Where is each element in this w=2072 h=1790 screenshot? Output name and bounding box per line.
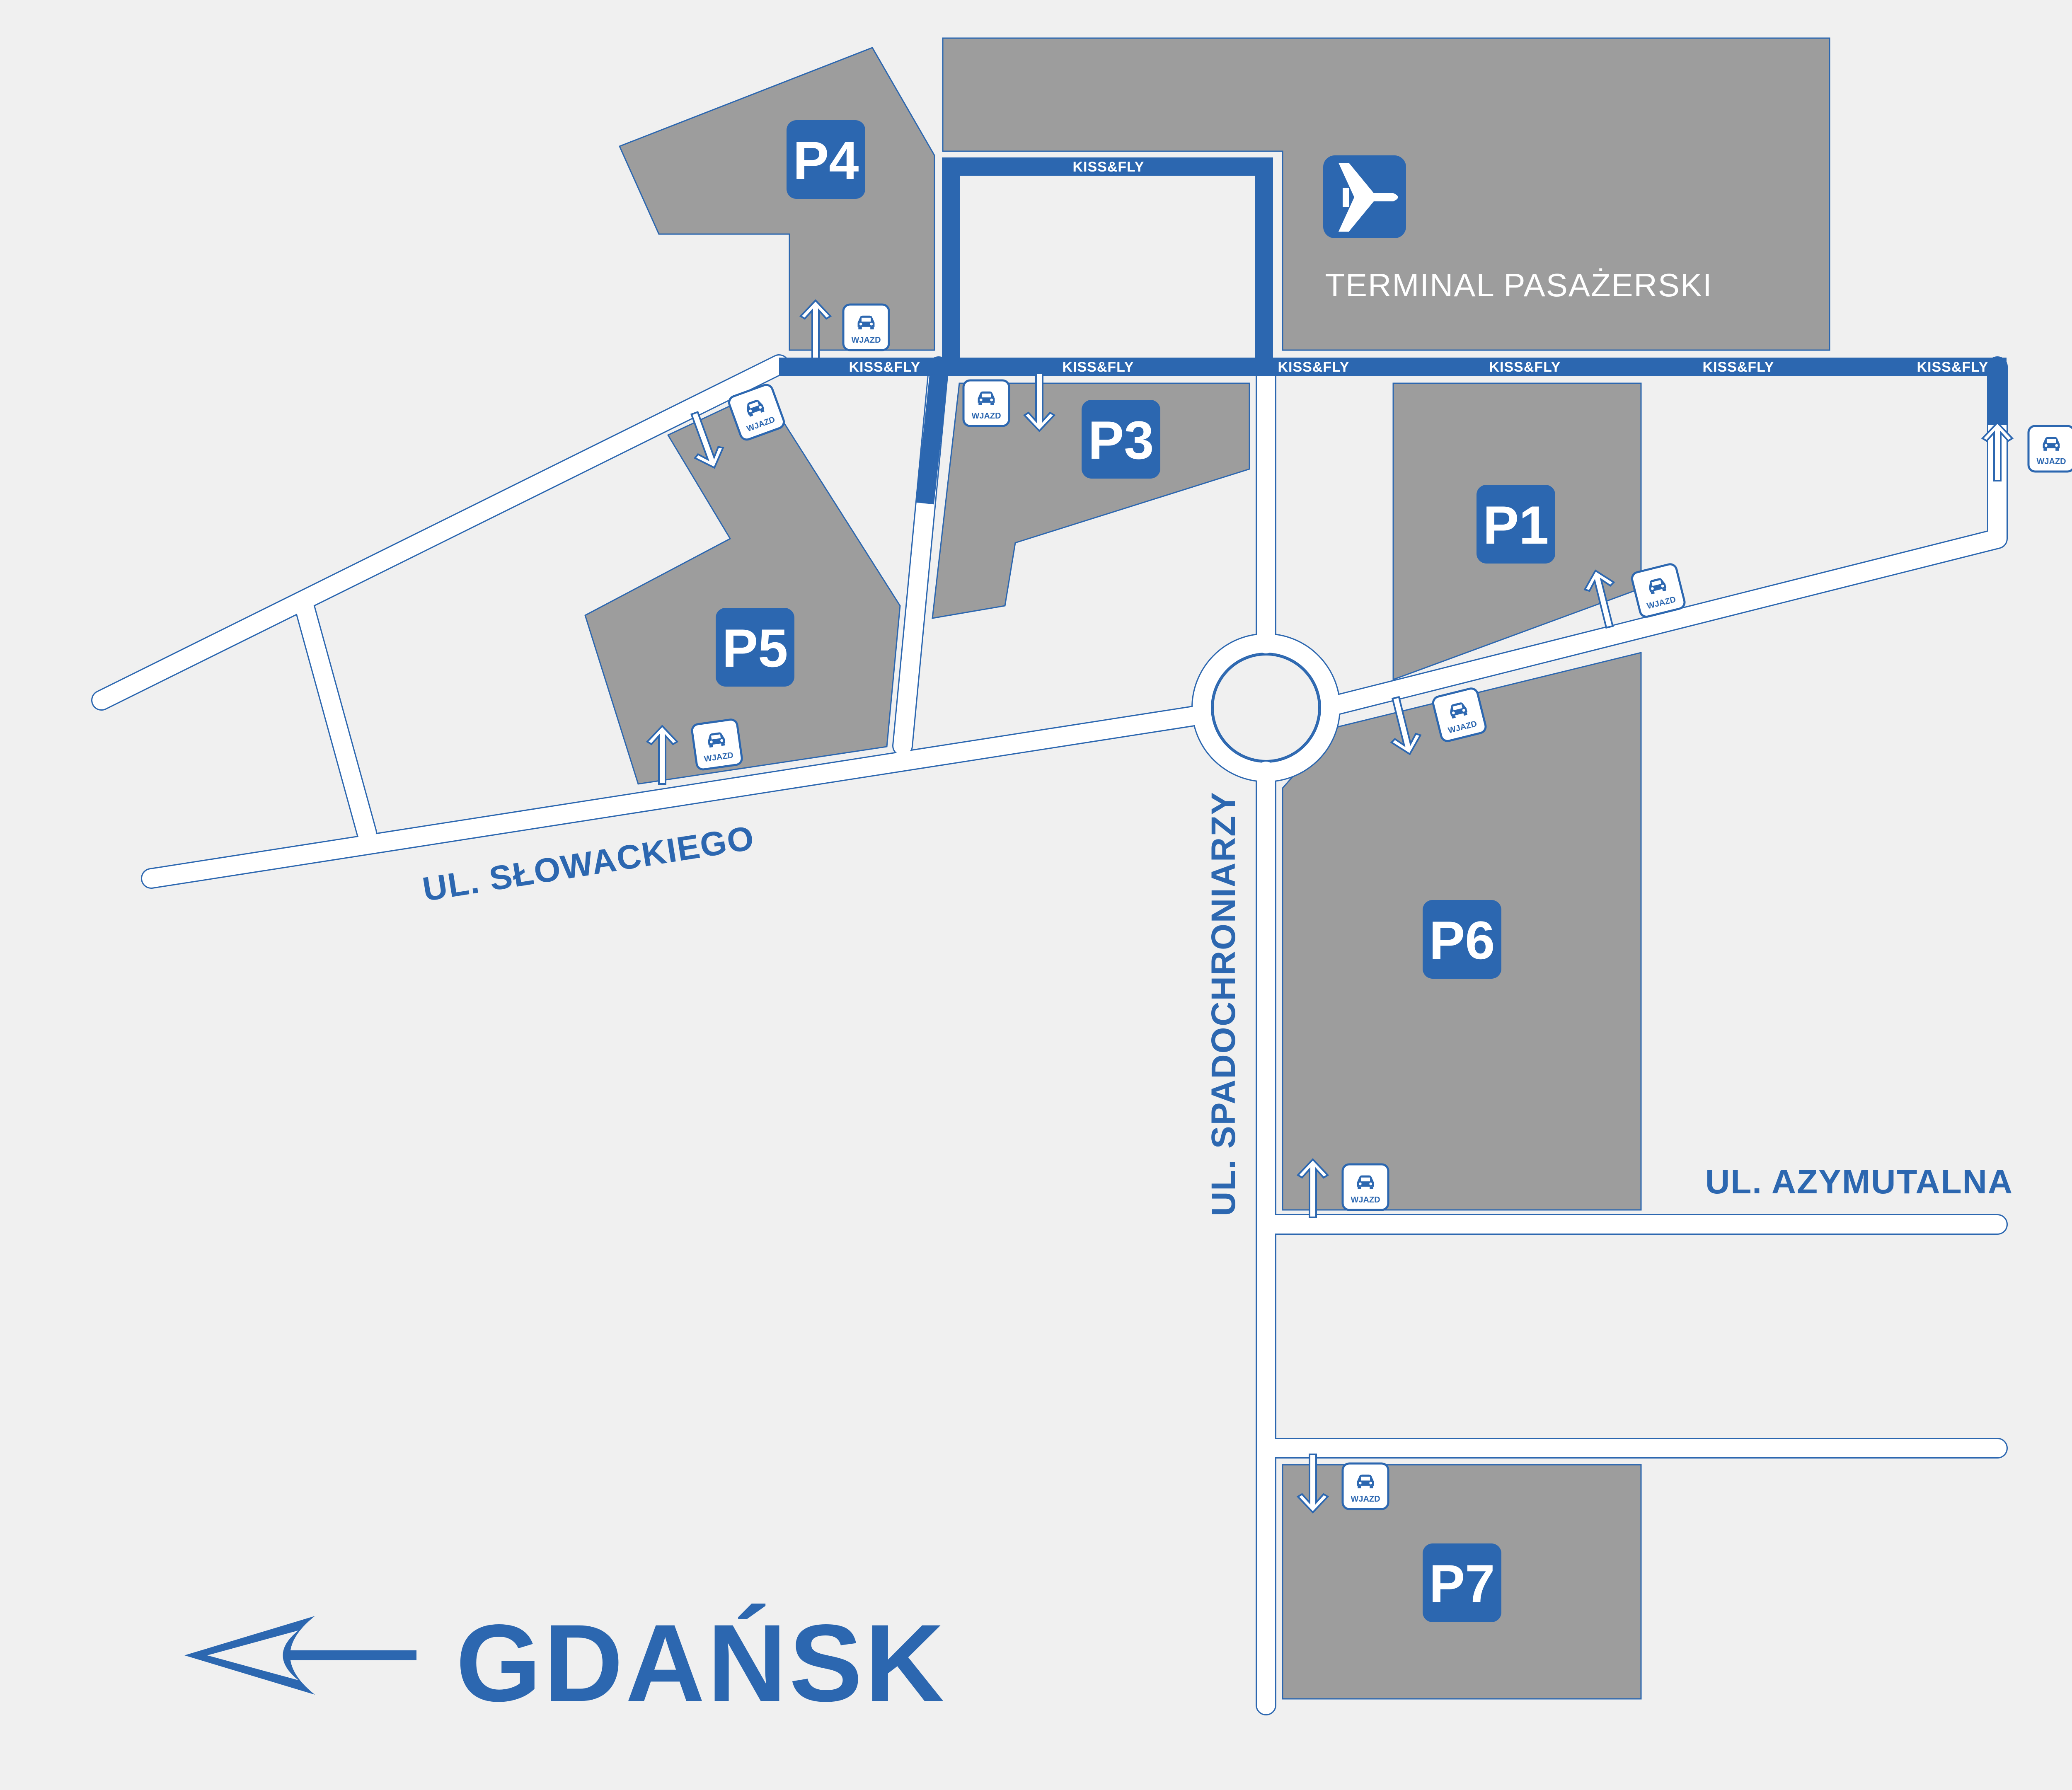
kiss-fly-label: KISS&FLY xyxy=(849,359,920,375)
kiss-fly-label: KISS&FLY xyxy=(1072,159,1144,175)
svg-text:WJAZD: WJAZD xyxy=(971,411,1001,421)
parking-lot-p4[interactable] xyxy=(618,47,935,351)
kiss-fly-lanes xyxy=(779,157,2007,505)
entry-p6-north: WJAZD xyxy=(1380,687,1487,759)
svg-text:P7: P7 xyxy=(1429,1553,1495,1614)
svg-text:P1: P1 xyxy=(1483,495,1549,555)
entry-p4: WJAZD xyxy=(800,300,890,359)
arrow-left-icon xyxy=(184,1616,416,1695)
entry-label: WJAZD xyxy=(851,336,881,345)
svg-text:P5: P5 xyxy=(722,618,788,678)
parking-badge-p1: P1 xyxy=(1477,485,1555,564)
entry-p5-south: WJAZD xyxy=(646,718,743,785)
entry-terminal-east: WJAZD xyxy=(1982,422,2072,481)
parking-lot-p5[interactable] xyxy=(584,389,901,785)
svg-text:P6: P6 xyxy=(1429,910,1495,970)
svg-text:WJAZD: WJAZD xyxy=(1351,1495,1380,1504)
direction-label-gdansk: GDAŃSK xyxy=(456,1602,946,1725)
road-fill xyxy=(92,356,2007,1714)
kiss-fly-labels: KISS&FLY KISS&FLY KISS&FLY KISS&FLY KISS… xyxy=(849,159,1988,375)
parking-badge-p6: P6 xyxy=(1423,900,1501,979)
kiss-fly-label: KISS&FLY xyxy=(1062,359,1134,375)
entry-p6-south: WJAZD xyxy=(1297,1159,1389,1218)
kiss-fly-label: KISS&FLY xyxy=(1278,359,1349,375)
kiss-fly-label: KISS&FLY xyxy=(1489,359,1561,375)
entry-p7: WJAZD xyxy=(1297,1454,1389,1513)
svg-text:P3: P3 xyxy=(1088,410,1154,470)
entry-p5-north: WJAZD xyxy=(680,384,785,474)
street-label-spadochroniarzy: UL. SPADOCHRONIARZY xyxy=(1205,791,1242,1216)
kiss-fly-label: KISS&FLY xyxy=(1702,359,1774,375)
svg-text:WJAZD: WJAZD xyxy=(2036,457,2066,466)
kiss-fly-main-lane xyxy=(779,358,2007,425)
parking-badge-p7: P7 xyxy=(1423,1543,1501,1622)
parking-badge-p3: P3 xyxy=(1082,400,1160,479)
kiss-fly-loop xyxy=(942,157,1273,367)
entry-p3: WJAZD xyxy=(962,372,1055,432)
entry-p1: WJAZD xyxy=(1580,563,1686,631)
svg-text:WJAZD: WJAZD xyxy=(1351,1195,1380,1205)
parking-badge-p5: P5 xyxy=(716,608,794,687)
svg-text:P4: P4 xyxy=(793,130,859,191)
terminal-airplane-icon xyxy=(1323,155,1406,238)
street-label-azymutalna: UL. AZYMUTALNA xyxy=(1705,1163,2013,1201)
kiss-fly-label: KISS&FLY xyxy=(1917,359,1988,375)
terminal-label: TERMINAL PASAŻERSKI xyxy=(1325,267,1712,303)
parking-lot-p3[interactable] xyxy=(932,382,1250,619)
kiss-fly-spur xyxy=(916,374,948,505)
roundabout xyxy=(1212,654,1320,762)
parking-badge-p4: P4 xyxy=(787,120,865,199)
